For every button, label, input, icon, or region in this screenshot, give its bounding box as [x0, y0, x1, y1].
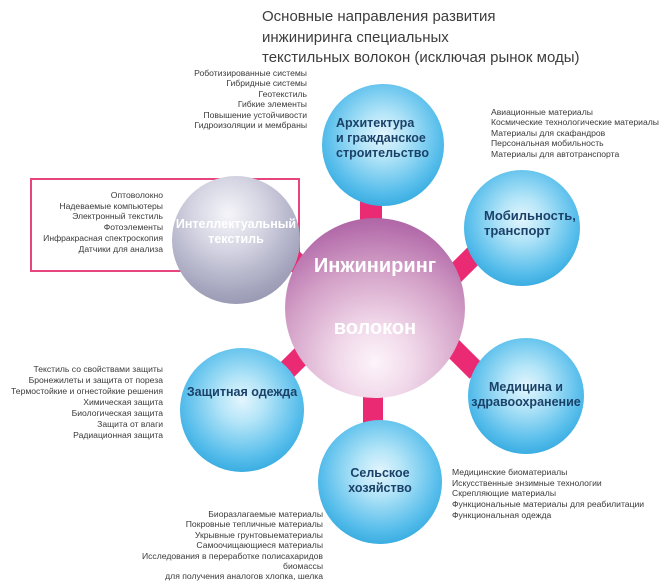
text-line: Надеваемые компьютеры [59, 200, 163, 211]
text-line: Исследования в переработке полисахаридов [141, 550, 323, 561]
text-line: транспорт [484, 223, 551, 238]
node-center: Инжиниринг волокон [285, 218, 465, 398]
text-line: Основные направления развития [262, 8, 496, 25]
text-line: Термостойкие и огнестойкие решения [11, 386, 163, 396]
node-mobility-label: Мобильность,транспорт [484, 208, 580, 238]
text-line: Защитная одежда [186, 385, 298, 399]
text-line: Гидроизоляции и мембраны [194, 120, 307, 131]
text-line: Химическая защита [83, 397, 163, 407]
text-line: Космические технологические материалы [491, 117, 659, 128]
text-line: Датчики для анализа [78, 243, 163, 254]
text-line: Инфракрасная спектроскопия [43, 232, 163, 243]
text-line: Защита от влаги [97, 419, 163, 429]
node-protective-label: Защитная одежда [180, 385, 304, 400]
text-line: Биологическая защита [71, 408, 163, 418]
text-line: Покровные тепличные материалы [185, 519, 323, 530]
text-line: Медицина и [488, 380, 563, 394]
text-line: Электронный текстиль [72, 211, 163, 222]
text-line: Мобильность, [484, 208, 576, 223]
text-line: строительство [336, 146, 429, 160]
text-line: Персональная мобильность [491, 138, 604, 149]
text-line: Сельское [350, 466, 410, 480]
text-line: Авиационные материалы [491, 107, 593, 117]
node-mobility: Мобильность,транспорт [464, 170, 580, 286]
text-line: Повышение устойчивости [203, 109, 307, 120]
text-line: Биоразлагаемые материалы [208, 509, 323, 519]
text-line: хозяйство [348, 481, 412, 495]
text-line: Функциональная одежда [452, 509, 552, 520]
text-line: Архитектура [336, 116, 415, 130]
node-protective: Защитная одежда [180, 348, 304, 472]
text-line: Оптоволокно [110, 190, 163, 200]
text-line: и гражданское [336, 131, 426, 145]
text-line: здравоохранение [471, 395, 581, 409]
text-line: Материалы для автотранспорта [491, 148, 620, 159]
text-line: Функциональные материалы для реабилитаци… [452, 499, 645, 510]
text-line: Искусственные энзимные технологии [452, 477, 602, 488]
text-line: Радиационная защита [73, 430, 163, 440]
text-line: Бронежилеты и защита от пореза [28, 375, 163, 385]
text-line: Гибкие элементы [237, 99, 307, 110]
spoke-agriculture [363, 392, 383, 424]
text-line: Медицинские биоматериалы [452, 467, 568, 477]
text-line: Интеллектуальный [175, 217, 297, 231]
text-line: Материалы для скафандров [491, 127, 606, 138]
text-line: Геотекстиль [258, 88, 307, 99]
highlight-box [30, 178, 300, 272]
text-line: волокон [333, 317, 417, 339]
text-line: для получения аналогов хлопка, шелка [165, 571, 323, 582]
text-line: Скрепляющие материалы [452, 488, 556, 499]
node-center-label: Инжиниринг волокон [285, 254, 465, 340]
diagram-title: Основные направления развития инжиниринга… [262, 7, 662, 69]
text-line: биомассы [283, 561, 323, 572]
text-line: Фотоэлементы [103, 222, 163, 233]
text-line: Гибридные системы [226, 78, 307, 89]
text-line: Инжиниринг [313, 255, 437, 277]
text-line: инжиниринга специальных [262, 28, 449, 46]
text-line: Текстиль со свойствами защиты [33, 364, 163, 374]
text-line: Самоочищающиеся материалы [196, 540, 323, 551]
text-line: текстильных волокон (исключая рынок моды… [262, 49, 580, 66]
text-line: Укрывные грунтовыематериалы [194, 529, 323, 540]
text-line: текстиль [208, 232, 264, 246]
text-line: Роботизированные системы [194, 68, 307, 78]
